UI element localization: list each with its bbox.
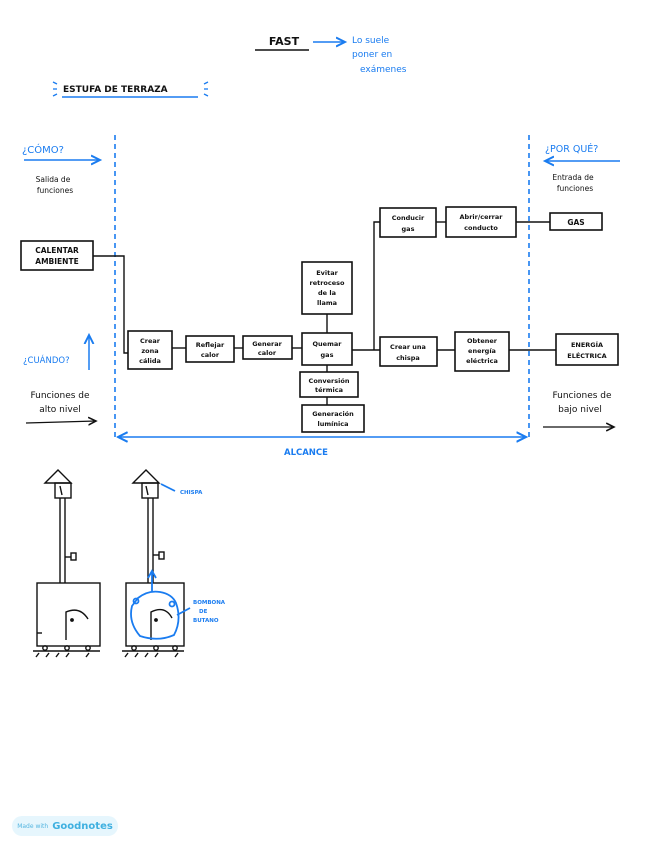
box-crear-chispa: Crear una chispa [379, 336, 438, 367]
sparkle-icon [52, 81, 209, 97]
svg-text:energía: energía [468, 347, 496, 355]
why-sub-2: funciones [557, 184, 593, 193]
svg-text:llama: llama [317, 299, 337, 307]
high-level-2: alto nivel [39, 405, 80, 415]
box-abrir-cerrar-conducto: Abrir/cerrar conducto [445, 206, 517, 238]
high-level-arrow [25, 421, 96, 423]
svg-text:lumínica: lumínica [318, 420, 349, 428]
why-label: ¿POR QUÉ? [545, 143, 598, 155]
tank-label-1: BOMBONA [193, 600, 226, 606]
why-sub-1: Entrada de [552, 173, 594, 182]
box-calentar-ambiente: CALENTAR AMBIENTE [20, 240, 94, 271]
svg-text:eléctrica: eléctrica [466, 357, 498, 365]
svg-text:ELÉCTRICA: ELÉCTRICA [567, 351, 606, 360]
box-gas: GAS [549, 212, 603, 231]
svg-text:Abrir/cerrar: Abrir/cerrar [460, 213, 504, 221]
scope-label: ALCANCE [284, 448, 328, 458]
svg-text:Crear: Crear [140, 337, 161, 345]
svg-text:térmica: térmica [315, 386, 343, 394]
svg-text:Crear una: Crear una [390, 343, 426, 351]
svg-text:zona: zona [141, 347, 158, 355]
note-line-2: poner en [352, 50, 392, 60]
svg-text:Conversión: Conversión [309, 377, 350, 385]
how-sub-1: Salida de [36, 175, 71, 184]
low-level-annotation: Funciones de bajo nivel [543, 391, 614, 427]
butane-tank-sketch [130, 483, 191, 640]
box-conducir-gas: Conducir gas [379, 207, 437, 238]
when-annotation: ¿CUÁNDO? Funciones de alto nivel [23, 335, 96, 423]
box-evitar-retroceso: Evitar retroceso de la llama [301, 261, 353, 315]
subtitle-text: ESTUFA DE TERRAZA [63, 85, 168, 95]
tank-label-2: DE [199, 609, 208, 615]
header: FAST Lo suele poner en exámenes [255, 35, 407, 75]
svg-text:gas: gas [321, 351, 334, 359]
svg-text:calor: calor [201, 351, 220, 359]
box-reflejar-calor: Reflejar calor [185, 335, 235, 363]
note-line-3: exámenes [360, 65, 407, 75]
svg-text:cálida: cálida [139, 357, 161, 365]
svg-text:Reflejar: Reflejar [196, 341, 225, 349]
svg-text:chispa: chispa [396, 354, 420, 362]
spark-label: CHISPA [180, 490, 203, 496]
svg-text:ENERGÍA: ENERGÍA [571, 340, 603, 349]
tank-label-3: BUTANO [193, 618, 219, 624]
svg-text:CALENTAR: CALENTAR [35, 246, 79, 255]
page-title: FAST [269, 35, 300, 48]
how-label: ¿CÓMO? [22, 143, 64, 156]
heater-sketch-plain [33, 469, 101, 658]
high-level-1: Funciones de [30, 391, 90, 401]
svg-text:Quemar: Quemar [313, 340, 343, 348]
svg-text:de la: de la [318, 289, 336, 297]
why-annotation: ¿POR QUÉ? Entrada de funciones [545, 143, 620, 193]
heater-sketch-annotated [122, 469, 185, 658]
low-level-2: bajo nivel [558, 405, 602, 415]
box-crear-zona-calida: Crear zona cálida [127, 330, 173, 370]
svg-text:AMBIENTE: AMBIENTE [35, 257, 78, 266]
made-with-text: Made with [17, 822, 49, 830]
when-label: ¿CUÁNDO? [23, 354, 70, 366]
svg-text:retroceso: retroceso [310, 279, 346, 287]
goodnotes-brand: Goodnotes [52, 820, 113, 832]
how-annotation: ¿CÓMO? Salida de funciones [22, 143, 100, 195]
box-energia-electrica: ENERGÍA ELÉCTRICA [555, 333, 619, 366]
svg-text:calor: calor [258, 349, 277, 357]
note-line-1: Lo suele [352, 36, 390, 46]
box-generar-calor: Generar calor [242, 335, 293, 360]
box-quemar-gas: Quemar gas [301, 332, 353, 366]
svg-text:Generación: Generación [312, 410, 354, 418]
svg-text:GAS: GAS [567, 218, 584, 227]
svg-text:conducto: conducto [464, 224, 498, 232]
low-level-1: Funciones de [552, 391, 612, 401]
box-generacion-luminica: Generación lumínica [301, 404, 365, 433]
svg-text:Evitar: Evitar [316, 269, 338, 277]
svg-text:Generar: Generar [252, 340, 282, 348]
goodnotes-badge[interactable]: Made with Goodnotes [12, 816, 118, 836]
svg-text:gas: gas [402, 225, 415, 233]
connectors [93, 221, 556, 405]
svg-text:Obtener: Obtener [467, 337, 498, 345]
subtitle: ESTUFA DE TERRAZA [52, 81, 209, 98]
box-conversion-termica: Conversión térmica [299, 371, 359, 398]
how-sub-2: funciones [37, 186, 73, 195]
svg-text:Conducir: Conducir [392, 214, 425, 222]
box-obtener-energia: Obtener energía eléctrica [454, 331, 510, 372]
